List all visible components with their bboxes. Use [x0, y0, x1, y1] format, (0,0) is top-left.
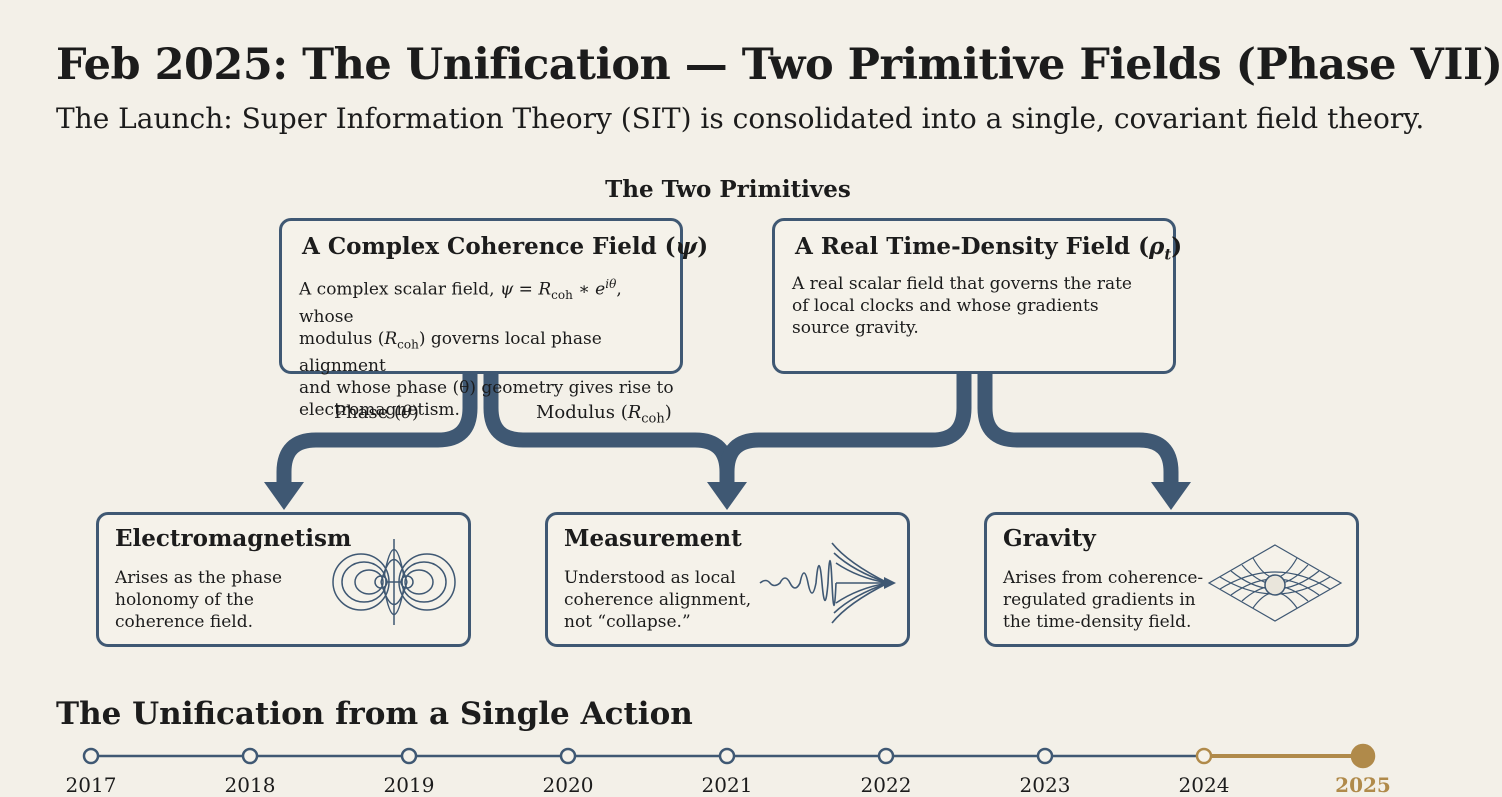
- unification-heading: The Unification from a Single Action: [56, 696, 693, 732]
- timeline-node-2023: [1036, 747, 1054, 765]
- arrowhead-em: [264, 482, 304, 510]
- page-title: Feb 2025: The Unification — Two Primitiv…: [56, 40, 1502, 90]
- measurement-title: Measurement: [564, 525, 742, 552]
- measurement-box: Measurement Understood as local coherenc…: [545, 512, 910, 647]
- electromagnetism-description: Arises as the phase holonomy of the cohe…: [115, 568, 283, 632]
- timeline-node-2020: [559, 747, 577, 765]
- arrowhead-measurement: [707, 482, 747, 510]
- timeline-year-2018: 2018: [224, 773, 276, 797]
- timeline-node-2024: [1195, 747, 1213, 765]
- flow-arrows: [264, 374, 1191, 510]
- time-density-field-title: A Real Time-Density Field (ρt): [795, 233, 1183, 264]
- timeline-year-2020: 2020: [542, 773, 594, 797]
- timeline-year-2022: 2022: [860, 773, 912, 797]
- measurement-description: Understood as local coherence alignment,…: [564, 568, 752, 632]
- timeline-node-2017: [82, 747, 100, 765]
- timeline-node-2018: [241, 747, 259, 765]
- timeline-track: [82, 743, 1376, 769]
- timeline-year-2025: 2025: [1335, 773, 1391, 797]
- time-density-field-box: A Real Time-Density Field (ρt) A real sc…: [772, 218, 1182, 374]
- gravity-title: Gravity: [1003, 525, 1096, 552]
- arrowhead-gravity: [1151, 482, 1191, 510]
- coherence-field-box: A Complex Coherence Field (ψ) A complex …: [279, 218, 708, 420]
- field-lines-icon: [332, 539, 456, 625]
- timeline-year-2019: 2019: [383, 773, 435, 797]
- arrow-phase-to-em: [276, 374, 478, 484]
- modulus-flow-label: Modulus (Rcoh): [536, 402, 672, 427]
- primitives-heading: The Two Primitives: [605, 176, 851, 203]
- timeline-year-2024: 2024: [1178, 773, 1230, 797]
- electromagnetism-title: Electromagnetism: [115, 525, 352, 552]
- timeline-node-2025: [1350, 743, 1376, 769]
- phase-flow-label: Phase (θ): [334, 402, 419, 423]
- time-density-field-description: A real scalar field that governs the rat…: [792, 274, 1132, 338]
- timeline-node-2021: [718, 747, 736, 765]
- timeline-year-2023: 2023: [1019, 773, 1071, 797]
- electromagnetism-box: Electromagnetism Arises as the phase hol…: [96, 512, 471, 647]
- timeline-node-2022: [877, 747, 895, 765]
- timeline-year-2017: 2017: [65, 773, 117, 797]
- gravity-box: Gravity Arises from coherence-regulated …: [984, 512, 1359, 647]
- timeline-year-2021: 2021: [701, 773, 753, 797]
- spacetime-grid-icon: [1207, 544, 1343, 622]
- timeline-node-2019: [400, 747, 418, 765]
- arrow-time-to-measurement: [719, 374, 972, 473]
- gravity-description: Arises from coherence-regulated gradient…: [1003, 568, 1204, 632]
- coherence-field-title: A Complex Coherence Field (ψ): [302, 233, 709, 260]
- arrow-time-to-gravity: [977, 374, 1179, 484]
- coherence-field-description: A complex scalar field, ψ = Rcoh ∗ eiθ, …: [299, 277, 674, 421]
- page-subtitle: The Launch: Super Information Theory (SI…: [56, 102, 1425, 135]
- wave-alignment-icon: [759, 542, 896, 624]
